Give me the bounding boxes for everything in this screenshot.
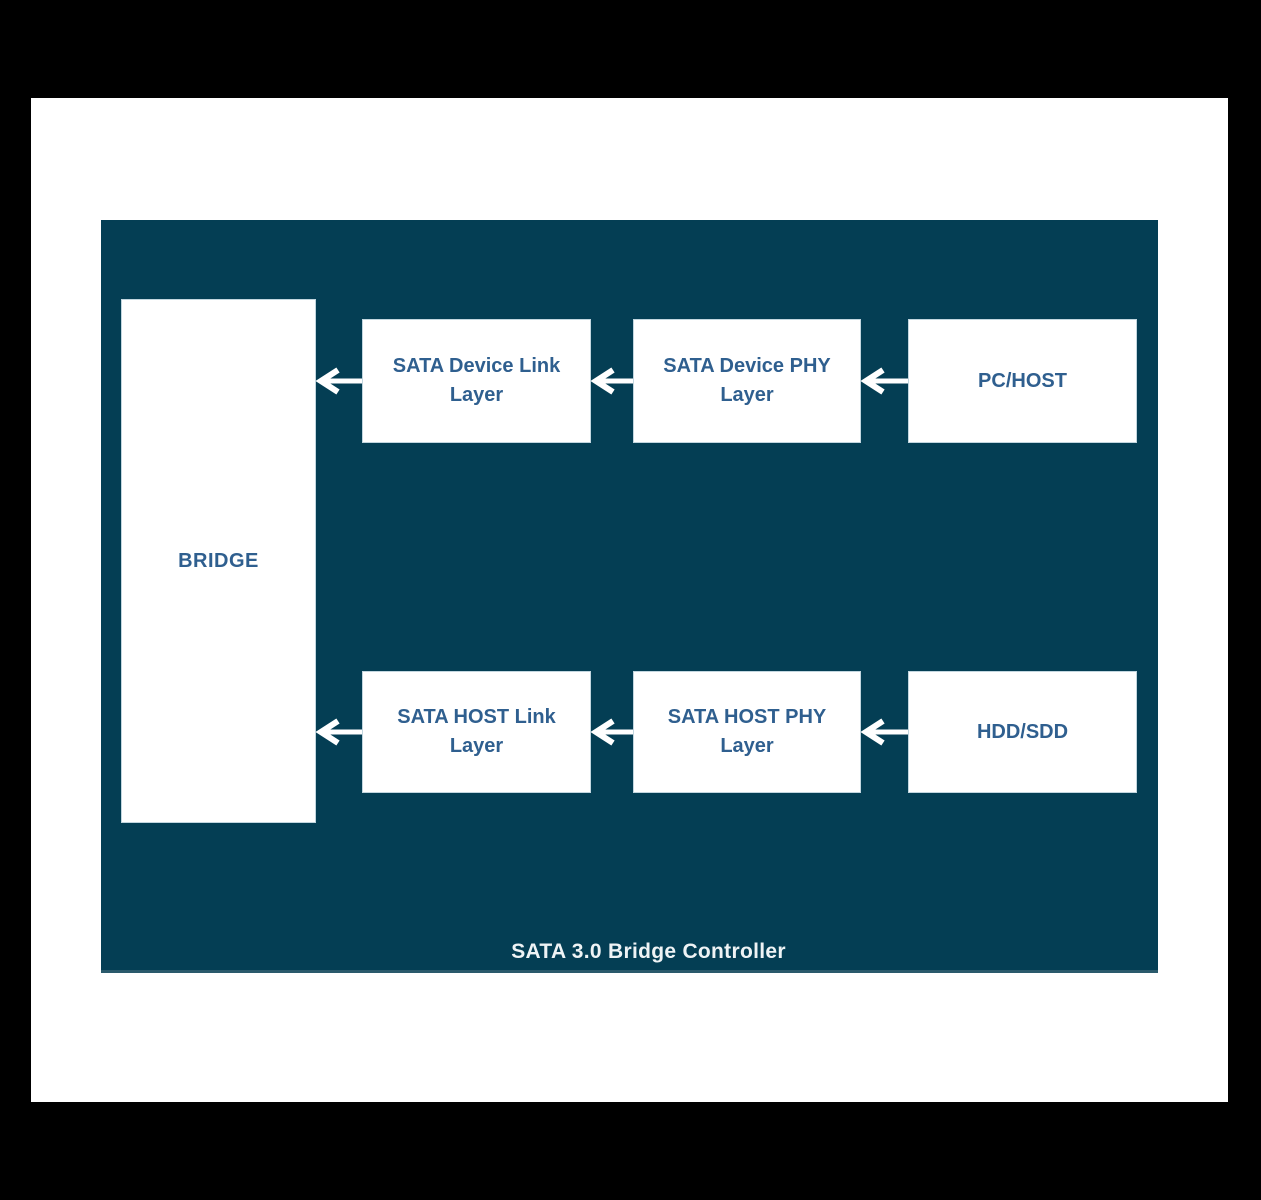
node-sata-device-phy-layer: SATA Device PHY Layer [633, 319, 861, 443]
node-sata-device-link-layer: SATA Device Link Layer [362, 319, 591, 443]
node-sata-host-link-layer: SATA HOST Link Layer [362, 671, 591, 793]
page-canvas: BRIDGE SATA Device Link Layer SATA Devic… [31, 98, 1228, 1102]
node-bridge: BRIDGE [121, 299, 316, 823]
node-hdd-sdd: HDD/SDD [908, 671, 1137, 793]
arrow-pc-host-to-device-phy-icon [861, 366, 908, 396]
bridge-controller-panel: BRIDGE SATA Device Link Layer SATA Devic… [101, 220, 1158, 973]
node-sata-host-phy-layer: SATA HOST PHY Layer [633, 671, 861, 793]
diagram-title: SATA 3.0 Bridge Controller [511, 940, 786, 963]
node-sata-device-phy-layer-label: SATA Device PHY Layer [663, 355, 831, 406]
node-hdd-sdd-label: HDD/SDD [976, 720, 1069, 743]
node-sata-host-link-layer-label: SATA HOST Link Layer [397, 706, 556, 757]
node-pc-host-label: PC/HOST [978, 369, 1067, 392]
arrow-host-link-to-bridge-icon [316, 717, 362, 747]
node-bridge-label: BRIDGE [178, 549, 259, 572]
arrow-hdd-sdd-to-host-phy-icon [861, 717, 908, 747]
arrow-host-phy-to-host-link-icon [591, 717, 633, 747]
node-pc-host: PC/HOST [908, 319, 1137, 443]
arrow-device-link-to-bridge-icon [316, 366, 362, 396]
arrow-device-phy-to-device-link-icon [591, 366, 633, 396]
node-sata-host-phy-layer-label: SATA HOST PHY Layer [667, 706, 827, 757]
node-sata-device-link-layer-label: SATA Device Link Layer [392, 355, 561, 406]
